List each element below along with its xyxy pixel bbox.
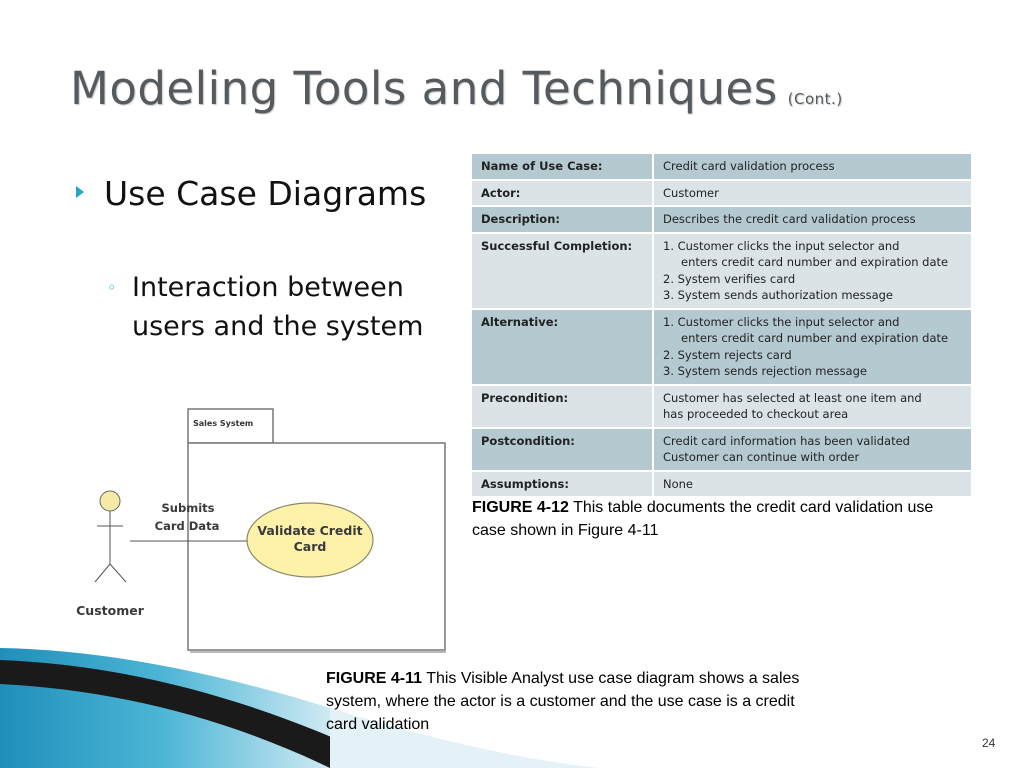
usecase-ellipse bbox=[246, 502, 374, 578]
system-tab bbox=[187, 408, 274, 444]
row-label: Precondition: bbox=[470, 383, 654, 429]
row-label: Successful Completion: bbox=[470, 231, 654, 310]
value-line: 3. System sends rejection message bbox=[663, 364, 867, 378]
figure-4-12-label: FIGURE 4-12 bbox=[472, 499, 569, 516]
table-row: Postcondition: Credit card information h… bbox=[470, 426, 973, 472]
value-line: 3. System sends authorization message bbox=[663, 288, 894, 302]
table-row: Alternative: 1. Customer clicks the inpu… bbox=[470, 307, 973, 386]
bullet-level-1-text: Use Case Diagrams bbox=[104, 174, 427, 213]
circle-bullet-icon: ◦ bbox=[107, 278, 117, 297]
value-line: enters credit card number and expiration… bbox=[681, 331, 949, 345]
row-value: 1. Customer clicks the input selector an… bbox=[652, 231, 973, 310]
usecase-label-line2: Card bbox=[294, 539, 327, 554]
value-line: 1. Customer clicks the input selector an… bbox=[663, 314, 900, 329]
value-line: 1. Customer clicks the input selector an… bbox=[663, 238, 900, 253]
row-label: Assumptions: bbox=[470, 469, 654, 498]
value-line: Customer has selected at least one item … bbox=[663, 390, 922, 405]
value-line: Customer bbox=[663, 185, 719, 200]
figure-4-12-text: This table documents the credit card val… bbox=[472, 499, 934, 539]
table-row: Name of Use Case: Credit card validation… bbox=[470, 152, 973, 181]
use-case-table: Name of Use Case: Credit card validation… bbox=[470, 152, 973, 498]
table-row: Successful Completion: 1. Customer click… bbox=[470, 231, 973, 310]
bullet-level-2: ◦ Interaction between users and the syst… bbox=[107, 268, 452, 346]
row-value: Credit card information has been validat… bbox=[652, 426, 973, 472]
value-line: Customer can continue with order bbox=[663, 450, 860, 464]
message-label-line1: Submits bbox=[162, 501, 215, 515]
title-suffix: (Cont.) bbox=[787, 90, 843, 108]
system-boundary bbox=[187, 442, 446, 651]
bullet-level-2-text: Interaction between users and the system bbox=[132, 272, 424, 342]
title-text: Modeling Tools and Techniques bbox=[70, 62, 778, 115]
row-label: Alternative: bbox=[470, 307, 654, 386]
actor-head-icon bbox=[99, 490, 121, 512]
row-label: Postcondition: bbox=[470, 426, 654, 472]
value-line: None bbox=[663, 476, 694, 491]
triangle-bullet-icon bbox=[76, 186, 84, 198]
table-row: Precondition: Customer has selected at l… bbox=[470, 383, 973, 429]
figure-4-11-caption: FIGURE 4-11 This Visible Analyst use cas… bbox=[326, 667, 806, 736]
figure-4-11-text: This Visible Analyst use case diagram sh… bbox=[326, 670, 800, 733]
table-row: Description: Describes the credit card v… bbox=[470, 205, 973, 234]
row-value: Describes the credit card validation pro… bbox=[652, 205, 973, 234]
usecase-label-line1: Validate Credit bbox=[257, 523, 362, 538]
figure-4-11-label: FIGURE 4-11 bbox=[326, 670, 423, 687]
system-label: Sales System bbox=[193, 419, 253, 428]
actor-left-leg bbox=[94, 563, 111, 583]
value-line: enters credit card number and expiration… bbox=[681, 255, 949, 269]
value-line: 2. System rejects card bbox=[663, 347, 792, 362]
value-line: Credit card validation process bbox=[663, 159, 835, 173]
value-line: has proceeded to checkout area bbox=[663, 407, 849, 421]
row-label: Description: bbox=[470, 205, 654, 234]
value-line: 2. System verifies card bbox=[663, 271, 796, 286]
row-value: None bbox=[652, 469, 973, 498]
slide-title: Modeling Tools and Techniques (Cont.) bbox=[70, 62, 843, 115]
page-number: 24 bbox=[982, 736, 996, 750]
value-line: Credit card information has been validat… bbox=[663, 433, 910, 448]
row-value: Credit card validation process bbox=[652, 152, 973, 181]
value-line: Describes the credit card validation pro… bbox=[663, 212, 916, 226]
bullet-level-1: Use Case Diagrams bbox=[76, 170, 436, 217]
actor-right-leg bbox=[109, 563, 127, 583]
row-value: Customer has selected at least one item … bbox=[652, 383, 973, 429]
message-label-line2: Card Data bbox=[155, 519, 220, 533]
figure-4-12-caption: FIGURE 4-12 This table documents the cre… bbox=[472, 496, 942, 542]
table-row: Assumptions: None bbox=[470, 469, 973, 498]
actor-label: Customer bbox=[76, 603, 145, 618]
row-value: Customer bbox=[652, 178, 973, 207]
row-label: Name of Use Case: bbox=[470, 152, 654, 181]
row-value: 1. Customer clicks the input selector an… bbox=[652, 307, 973, 386]
